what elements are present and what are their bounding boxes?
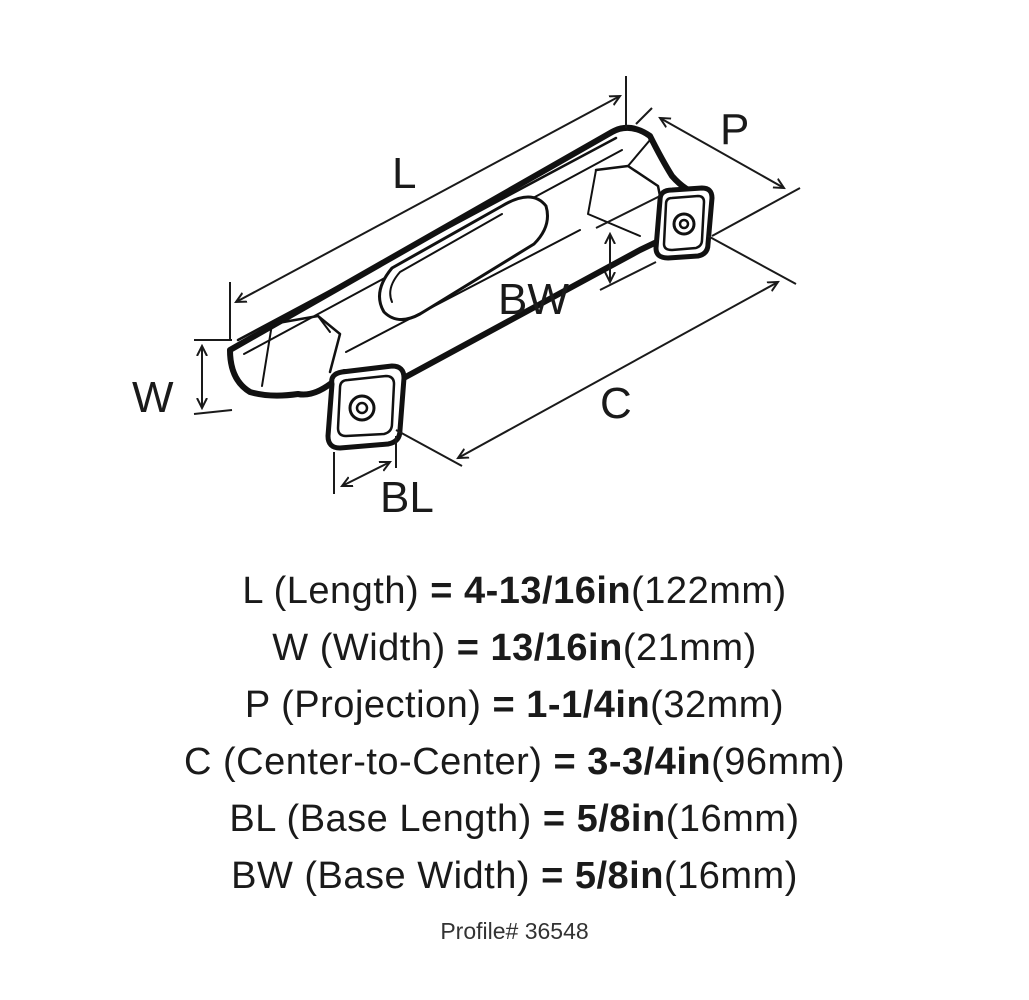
spec-equals: = bbox=[542, 798, 566, 840]
spec-row-center-to-center: C (Center-to-Center) = 3-3/4in(96mm) bbox=[0, 734, 1029, 791]
spec-row-projection: P (Projection) = 1-1/4in(32mm) bbox=[0, 677, 1029, 734]
spec-letter: C bbox=[183, 741, 212, 783]
spec-equals: = bbox=[456, 627, 480, 669]
spec-row-base-length: BL (Base Length) = 5/8in(16mm) bbox=[0, 791, 1029, 848]
left-base-plate bbox=[325, 363, 407, 451]
spec-value: 5/8in bbox=[576, 798, 666, 840]
spec-value: 13/16in bbox=[490, 627, 623, 669]
label-p: P bbox=[720, 105, 749, 154]
spec-metric: (96mm) bbox=[711, 741, 846, 783]
spec-letter: P bbox=[244, 684, 271, 726]
spec-name: (Base Width) bbox=[304, 855, 531, 897]
right-base-plate bbox=[653, 185, 715, 261]
spec-metric: (21mm) bbox=[622, 627, 757, 669]
spec-letter: L bbox=[242, 570, 263, 612]
spec-metric: (16mm) bbox=[665, 798, 800, 840]
spec-row-length: L (Length) = 4-13/16in(122mm) bbox=[0, 563, 1029, 620]
spec-letter: W bbox=[272, 627, 309, 669]
spec-value: 5/8in bbox=[574, 855, 664, 897]
spec-value: 3-3/4in bbox=[587, 741, 712, 783]
spec-row-base-width: BW (Base Width) = 5/8in(16mm) bbox=[0, 848, 1029, 905]
label-c: C bbox=[600, 379, 632, 428]
spec-letter: BW bbox=[231, 855, 294, 897]
spec-name: (Projection) bbox=[281, 684, 482, 726]
spec-value: 1-1/4in bbox=[526, 684, 651, 726]
spec-metric: (32mm) bbox=[650, 684, 785, 726]
spec-equals: = bbox=[553, 741, 577, 783]
spec-metric: (122mm) bbox=[631, 570, 787, 612]
spec-name: (Width) bbox=[319, 627, 446, 669]
spec-letter: BL bbox=[229, 798, 276, 840]
spec-row-width: W (Width) = 13/16in(21mm) bbox=[0, 620, 1029, 677]
spec-value: 4-13/16in bbox=[463, 570, 632, 612]
spec-list: L (Length) = 4-13/16in(122mm) W (Width) … bbox=[0, 563, 1029, 905]
handle-dimension-diagram: L P BW W C BL bbox=[132, 76, 801, 522]
label-w: W bbox=[132, 373, 174, 422]
dimension-lines bbox=[193, 76, 801, 494]
spec-metric: (16mm) bbox=[663, 855, 798, 897]
spec-equals: = bbox=[430, 570, 453, 612]
spec-name: (Center-to-Center) bbox=[222, 741, 543, 783]
spec-equals: = bbox=[541, 855, 564, 897]
profile-number: Profile# 36548 bbox=[440, 918, 589, 944]
spec-equals: = bbox=[492, 684, 516, 726]
label-bw: BW bbox=[498, 275, 569, 324]
label-l: L bbox=[392, 149, 416, 198]
spec-name: (Base Length) bbox=[286, 798, 532, 840]
spec-name: (Length) bbox=[273, 570, 420, 612]
label-bl: BL bbox=[380, 473, 434, 522]
